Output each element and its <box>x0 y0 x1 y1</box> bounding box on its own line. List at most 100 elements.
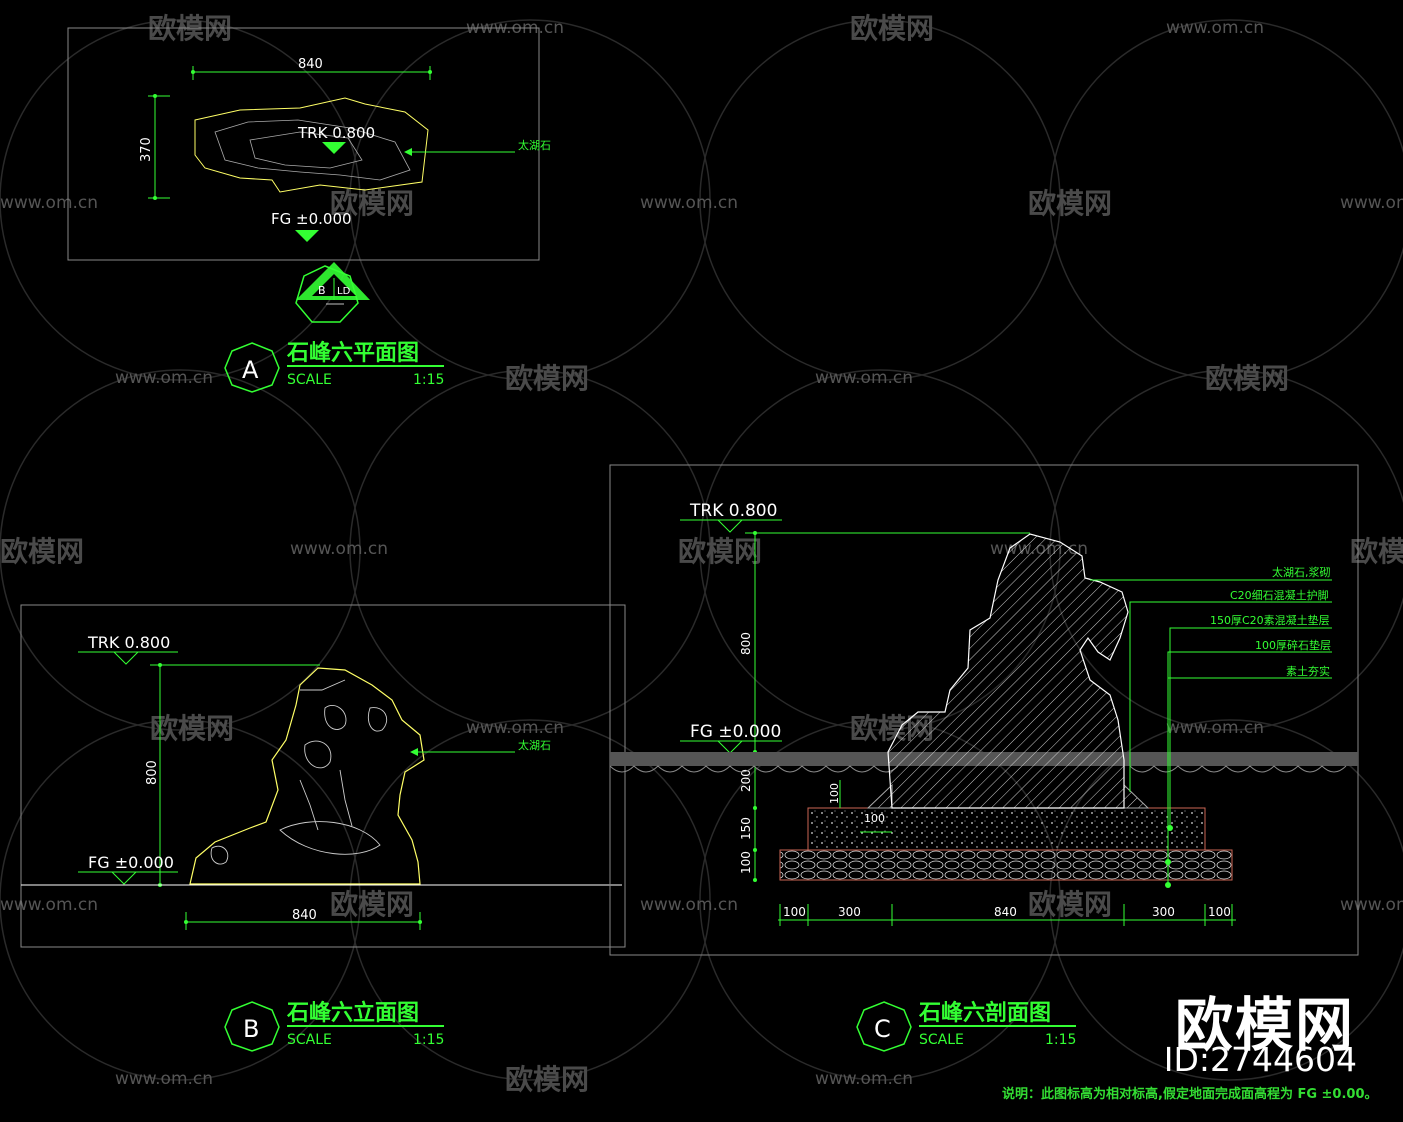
elevation-frame <box>20 604 626 948</box>
plan-dim-dot <box>153 196 157 200</box>
watermark-site: www.om.cn <box>815 1069 913 1089</box>
section-leader-dot <box>1165 882 1171 888</box>
section-scale-value: 1:15 <box>1045 1032 1076 1048</box>
section-bottom-ticks <box>779 904 1233 926</box>
section-bottom-dim-5: 100 <box>1208 905 1231 919</box>
section-title-letter: C <box>874 1015 891 1043</box>
section-title: 石峰六剖面图 <box>918 1000 1051 1026</box>
section-trk-label: TRK 0.800 <box>689 501 777 521</box>
plan-title: 石峰六平面图 <box>286 341 419 366</box>
elevation-stone-detail <box>210 845 229 865</box>
elevation-title-letter: B <box>243 1015 259 1043</box>
section-toe-right <box>1123 783 1150 809</box>
watermark-site: www.om.cn <box>1166 18 1264 38</box>
watermark-brand: 欧模网 <box>1028 888 1112 921</box>
elevation-dim-height: 800 <box>145 760 160 785</box>
watermark-site: www.om.cn <box>290 539 388 559</box>
plan-scale-value: 1:15 <box>413 372 444 388</box>
elevation-title: 石峰六立面图 <box>286 1000 419 1026</box>
watermark-site: www.om.cn <box>466 718 564 738</box>
watermark-site: www.om.cn <box>640 895 738 915</box>
elevation-stone-outline <box>189 667 425 885</box>
elevation-fg-label: FG ±0.000 <box>88 853 174 872</box>
elevation-dim-dot <box>418 920 422 924</box>
watermark-brands: 欧模网 欧模网 欧模网 欧模网 欧模网 欧模网 欧模网 欧模网 欧模网 欧模网 … <box>0 12 1403 1096</box>
watermark-brand: 欧模网 <box>0 535 84 568</box>
elevation-stone-detail <box>279 821 381 855</box>
plan-title-letter: A <box>242 356 259 384</box>
plan-trk-label: TRK 0.800 <box>297 124 375 142</box>
plan-fg-marker <box>295 230 319 242</box>
elevation-dim-width: 840 <box>292 908 317 923</box>
section-inner-dim-a: 100 <box>828 783 841 804</box>
elevation-stone-detail <box>304 740 332 769</box>
watermark-brand: 欧模网 <box>150 712 234 745</box>
plan-scale-label: SCALE <box>287 372 332 388</box>
watermark-brand: 欧模网 <box>1205 362 1289 395</box>
section-layer-leaders <box>1090 579 1332 885</box>
watermark-brand: 欧模网 <box>1028 187 1112 220</box>
section-dim-200: 200 <box>739 769 753 792</box>
watermark-site: www.om.cn <box>640 193 738 213</box>
plan-dim-dot <box>153 94 157 98</box>
watermark-site: www.om.cn <box>1340 193 1403 213</box>
elevation-stone-arrow <box>410 748 418 756</box>
section-scale-label: SCALE <box>919 1032 964 1048</box>
section-stone <box>887 533 1129 809</box>
plan-dim-dot <box>191 70 195 74</box>
section-bottom-dim-3: 840 <box>994 905 1017 919</box>
watermark-brand: 欧模网 <box>330 888 414 921</box>
section-leader-dot <box>1167 825 1173 831</box>
section-dim-dot <box>753 531 757 535</box>
plan-dim-width: 840 <box>298 57 323 72</box>
elevation-trk-label: TRK 0.800 <box>87 633 170 652</box>
section-dim-800: 800 <box>739 632 753 655</box>
section-dim-dot <box>753 848 757 852</box>
section-dim-100: 100 <box>739 851 753 874</box>
section-layer-2: C20细石混凝土护脚 <box>1230 588 1329 602</box>
section-dim-dot <box>753 878 757 882</box>
plan-stone-inner <box>214 119 411 181</box>
section-inner-dim-b: 100 <box>864 812 885 825</box>
watermark-site: www.om.cn <box>1166 718 1264 738</box>
section-bottom-dim-2: 300 <box>838 905 861 919</box>
watermark-brand: 欧模网 <box>1350 535 1403 568</box>
section-toe-left <box>866 783 893 809</box>
drawing-note: 说明：此图标高为相对标高,假定地面完成面高程为 FG ±0.00。 <box>1002 1087 1378 1102</box>
section-dim-dot <box>753 806 757 810</box>
plan-view: 840 370 TRK 0.800 太湖石 FG ±0.000 B LD A 石… <box>67 27 551 393</box>
section-layer-3: 150厚C20素混凝土垫层 <box>1210 613 1330 627</box>
watermark-brand: 欧模网 <box>505 362 589 395</box>
plan-stone-outline <box>194 97 429 193</box>
watermark-brand: 欧模网 <box>678 535 762 568</box>
section-fg-marker <box>717 740 743 754</box>
watermark-brand: 欧模网 <box>850 12 934 45</box>
plan-fg-label: FG ±0.000 <box>271 210 352 228</box>
plan-frame <box>67 27 540 261</box>
elevation-scale-value: 1:15 <box>413 1032 444 1048</box>
section-layer-4: 100厚碎石垫层 <box>1255 638 1331 652</box>
section-leader-dot <box>1165 859 1171 865</box>
plan-stone-label: 太湖石 <box>518 139 551 152</box>
watermark-site: www.om.cn <box>0 895 98 915</box>
elevation-title-marker <box>224 1001 280 1052</box>
section-gravel-layer <box>779 849 1233 881</box>
watermark-id: ID:2744604 <box>1163 1040 1357 1079</box>
elevation-stone-detail <box>324 705 347 730</box>
elevation-stone-label: 太湖石 <box>518 739 551 752</box>
section-bottom-dim-4: 300 <box>1152 905 1175 919</box>
section-ground-scallops <box>609 765 1347 773</box>
plan-trk-marker <box>322 142 346 154</box>
plan-section-right: LD <box>337 286 351 297</box>
elevation-stone-detail <box>299 679 353 831</box>
elevation-trk-marker <box>113 651 139 665</box>
section-view: TRK 0.800 800 200 150 100 FG ±0.000 100 <box>609 464 1359 1052</box>
elevation-scale-label: SCALE <box>287 1032 332 1048</box>
plan-section-left: B <box>318 284 326 297</box>
watermark-site: www.om.cn <box>815 368 913 388</box>
plan-title-marker <box>224 342 280 393</box>
elevation-dim-dot <box>158 663 162 667</box>
section-frame <box>609 464 1359 956</box>
section-trk-marker <box>717 519 743 533</box>
elevation-stone-detail <box>367 707 388 732</box>
